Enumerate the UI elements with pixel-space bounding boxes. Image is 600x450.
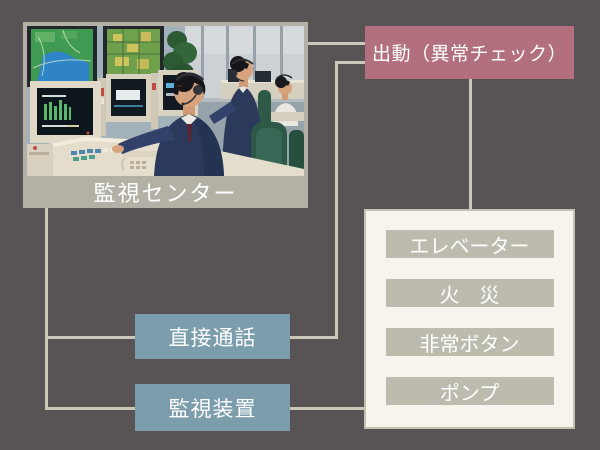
panel-item-pump: ポンプ: [385, 377, 554, 405]
connector-directcall-right: [290, 336, 338, 339]
monitoring-center-photo: [27, 26, 304, 176]
operator-woman: [271, 74, 304, 126]
telephone: [121, 151, 159, 172]
connector-photo-down-vertical: [45, 208, 48, 410]
panel-item-fire: 火 災: [385, 279, 554, 307]
operator-1: [112, 72, 224, 176]
direct-call-box: 直接通話: [135, 314, 290, 359]
connector-directcall-up-vertical: [335, 61, 338, 339]
connector-device-to-panel: [290, 407, 364, 410]
panel-item-elevator: エレベーター: [385, 230, 554, 258]
connector-to-directcall: [45, 336, 135, 339]
connector-to-monitoring-device: [45, 407, 135, 410]
panel-item-emergency-button: 非常ボタン: [385, 328, 554, 356]
connector-photo-to-dispatch: [306, 42, 365, 45]
connector-dispatch-to-panel: [469, 79, 472, 209]
photo-caption: 監視センター: [93, 182, 238, 207]
monitoring-device-box: 監視装置: [135, 384, 290, 431]
wall-screen-right: [103, 26, 164, 82]
wall-screen-left: [27, 26, 97, 87]
photo-block: 監視センター: [23, 22, 308, 208]
equipment-panel: エレベーター 火 災 非常ボタン ポンプ: [364, 209, 575, 429]
dispatch-box: 出動（異常チェック）: [365, 26, 574, 79]
connector-up-to-dispatch: [335, 61, 365, 64]
